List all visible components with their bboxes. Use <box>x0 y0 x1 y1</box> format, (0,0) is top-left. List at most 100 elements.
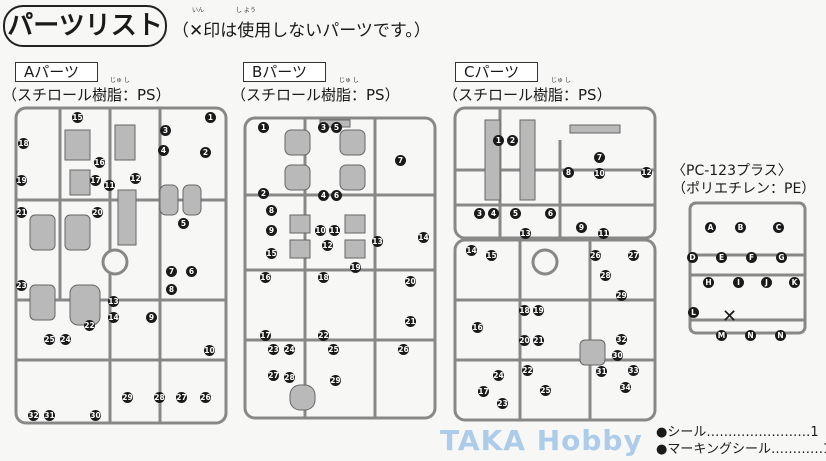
part-number: 7 <box>395 155 406 166</box>
part-number: 1 <box>258 122 269 133</box>
part-letter: G <box>776 252 787 263</box>
part-number: 27 <box>268 370 279 381</box>
part-number: 32 <box>616 334 627 345</box>
part-number: 30 <box>612 350 623 361</box>
part-number: 5 <box>510 208 521 219</box>
part-number: 14 <box>466 245 477 256</box>
part-number: 12 <box>130 173 141 184</box>
part-number: 26 <box>200 392 211 403</box>
part-letter: N <box>775 330 786 341</box>
part-number: 20 <box>92 207 103 218</box>
part-number: 8 <box>563 167 574 178</box>
part-number: 12 <box>322 240 333 251</box>
part-number: 8 <box>166 284 177 295</box>
sticker-list: ●シール……………………1 ●マーキングシール…………1 <box>656 424 826 458</box>
watermark: TAKA Hobby <box>440 424 643 457</box>
unused-x-mark: ✕ <box>722 306 738 327</box>
part-letter: N <box>745 330 756 341</box>
part-number: 17 <box>478 386 489 397</box>
part-number: 20 <box>405 276 416 287</box>
part-number: 22 <box>522 365 533 376</box>
part-number: 26 <box>398 344 409 355</box>
part-number: 11 <box>598 228 609 239</box>
part-letter: J <box>761 277 772 288</box>
part-number: 14 <box>108 312 119 323</box>
part-number: 12 <box>641 167 652 178</box>
ruby: いん <box>192 7 205 14</box>
sticker-item: ●マーキングシール…………1 <box>656 441 826 458</box>
sprue-c-label: Cパーツ <box>455 62 539 82</box>
part-number: 10 <box>594 168 605 179</box>
sprue-c-material: （スチロール樹脂：PS） <box>443 86 612 104</box>
ruby: し よう <box>236 7 256 14</box>
part-number: 31 <box>44 410 55 421</box>
part-number: 4 <box>318 190 329 201</box>
part-number: 3 <box>160 125 171 136</box>
part-number: 14 <box>418 232 429 243</box>
part-number: 9 <box>266 225 277 236</box>
part-number: 28 <box>284 372 295 383</box>
part-number: 13 <box>108 296 119 307</box>
part-number: 19 <box>16 175 27 186</box>
leader-dots: …………………… <box>706 425 811 440</box>
part-number: 17 <box>260 330 271 341</box>
part-number: 17 <box>90 175 101 186</box>
part-number: 20 <box>519 335 530 346</box>
sprue-b-frame <box>243 116 437 420</box>
pe-sprue-title: 〈PC-123プラス〉 <box>672 163 792 179</box>
part-number: 7 <box>594 152 605 163</box>
part-number: 24 <box>493 370 504 381</box>
part-number: 4 <box>488 208 499 219</box>
sticker-qty: 1 <box>823 442 826 457</box>
part-number: 28 <box>600 270 611 281</box>
part-number: 6 <box>545 208 556 219</box>
part-number: 21 <box>533 335 544 346</box>
part-number: 23 <box>268 344 279 355</box>
part-number: 3 <box>318 122 329 133</box>
sprue-a-frame <box>14 106 228 425</box>
part-number: 2 <box>258 188 269 199</box>
part-letter: A <box>705 222 716 233</box>
part-number: 22 <box>84 320 95 331</box>
part-number: 9 <box>146 312 157 323</box>
part-number: 18 <box>18 138 29 149</box>
unused-parts-note: （✕印は使用しないパーツです。） <box>172 21 431 41</box>
ruby: じゅ し <box>551 77 571 84</box>
part-number: 13 <box>520 228 531 239</box>
part-number: 3 <box>474 208 485 219</box>
sprue-b-material: （スチロール樹脂：PS） <box>231 86 400 104</box>
sticker-qty: 1 <box>810 425 819 440</box>
part-number: 13 <box>372 236 383 247</box>
part-number: 25 <box>44 334 55 345</box>
part-number: 10 <box>204 345 215 356</box>
part-number: 24 <box>284 344 295 355</box>
part-number: 7 <box>166 266 177 277</box>
pe-sprue-heading: 〈PC-123プラス〉 （ポリエチレン：PE） <box>672 162 815 198</box>
part-number: 2 <box>507 135 518 146</box>
part-number: 33 <box>628 365 639 376</box>
part-letter: L <box>688 307 699 318</box>
sprue-b-label: Bパーツ <box>243 62 326 82</box>
part-number: 29 <box>122 392 133 403</box>
part-number: 1 <box>493 135 504 146</box>
page-title: パーツリスト <box>3 5 167 47</box>
part-number: 8 <box>266 205 277 216</box>
part-number: 22 <box>318 330 329 341</box>
part-number: 9 <box>576 222 587 233</box>
sticker-name: ●シール <box>656 425 707 440</box>
part-number: 31 <box>596 366 607 377</box>
part-number: 10 <box>315 225 326 236</box>
part-number: 18 <box>318 272 329 283</box>
part-letter: B <box>735 222 746 233</box>
sticker-name: ●マーキングシール <box>656 442 771 457</box>
sprue-a-material: （スチロール樹脂：PS） <box>2 86 171 104</box>
part-number: 24 <box>60 334 71 345</box>
part-number: 2 <box>200 147 211 158</box>
part-number: 25 <box>328 344 339 355</box>
part-number: 19 <box>350 262 361 273</box>
part-number: 25 <box>540 385 551 396</box>
sticker-item: ●シール……………………1 <box>656 424 826 441</box>
leader-dots: ………… <box>770 442 823 457</box>
part-number: 15 <box>266 248 277 259</box>
